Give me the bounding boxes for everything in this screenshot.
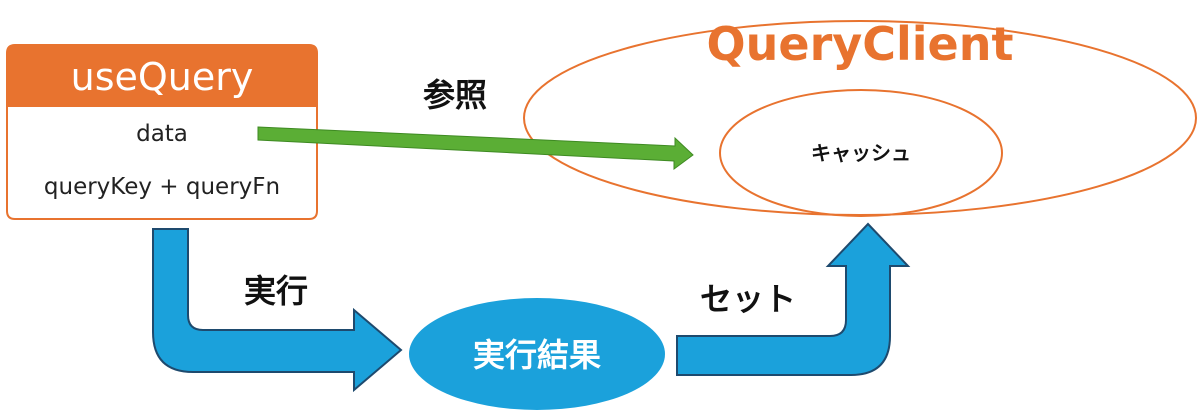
use-query-header (6, 44, 318, 107)
cache-label: キャッシュ (811, 141, 911, 165)
result-label: 実行結果 (473, 336, 601, 374)
set-arrow (676, 222, 911, 376)
reference-label: 参照 (423, 76, 487, 114)
reference-arrow (257, 126, 694, 170)
execute-label: 実行 (244, 272, 308, 310)
query-client-title: QueryClient (707, 17, 1014, 71)
execute-arrow (152, 228, 403, 393)
use-query-key-fn-label: queryKey + queryFn (44, 174, 280, 200)
use-query-box-body (6, 105, 318, 220)
use-query-box: useQuery data queryKey + queryFn (6, 44, 318, 220)
set-label: セット (700, 280, 796, 318)
use-query-title: useQuery (71, 55, 254, 99)
use-query-data-label: data (136, 121, 188, 147)
result-ellipse (409, 298, 665, 410)
reference-arrow-shape (257, 126, 694, 170)
cache-ellipse (719, 89, 1003, 217)
